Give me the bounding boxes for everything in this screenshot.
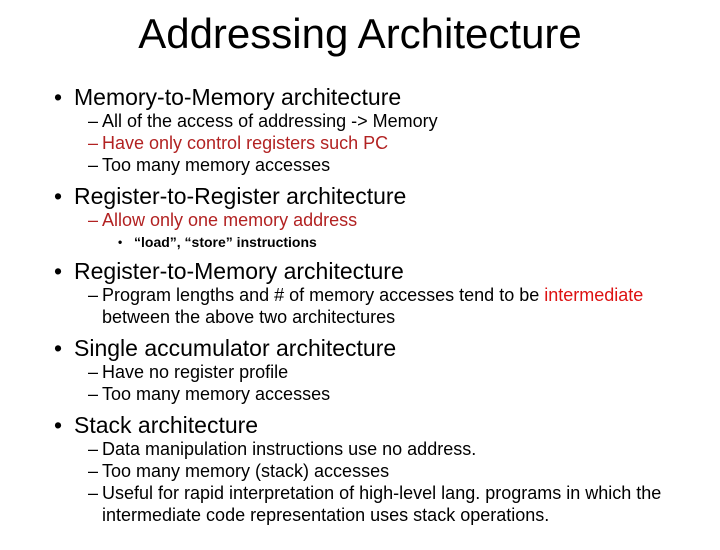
bullet-label: Memory-to-Memory architecture	[74, 84, 402, 110]
bullet-register-to-memory: • Register-to-Memory architecture	[0, 259, 720, 284]
sub-bullet-text: Data manipulation instructions use no ad…	[102, 439, 477, 459]
sub-bullet-text: Have no register profile	[102, 362, 289, 382]
sub-bullet: – Too many memory (stack) accesses	[0, 460, 720, 482]
dash-icon: –	[88, 362, 99, 382]
sub-bullet-emphasized: – Allow only one memory address	[0, 209, 720, 231]
sub-sub-bullet: • “load”, “store” instructions	[0, 233, 720, 251]
sub-bullet: – Data manipulation instructions use no …	[0, 438, 720, 460]
sub-bullet: – All of the access of addressing -> Mem…	[0, 110, 720, 132]
bullet-icon: •	[54, 335, 63, 361]
sub-bullet: – Useful for rapid interpretation of hig…	[0, 482, 720, 526]
sub-bullet-text-prefix: Program lengths and # of memory accesses…	[102, 285, 545, 305]
sub-bullet-text-suffix: between the above two architectures	[102, 307, 396, 327]
sub-bullet-text: Too many memory accesses	[102, 384, 331, 404]
bullet-label: Stack architecture	[74, 412, 259, 438]
slide-title: Addressing Architecture	[138, 10, 582, 57]
dash-icon: –	[88, 210, 99, 230]
bullet-label: Register-to-Register architecture	[74, 183, 407, 209]
sub-bullet-text-highlight: intermediate	[544, 285, 644, 305]
dash-icon: –	[88, 155, 99, 175]
sub-bullet-text: Too many memory (stack) accesses	[102, 461, 390, 481]
dash-icon: –	[88, 461, 99, 481]
sub-bullet-text: All of the access of addressing -> Memor…	[102, 111, 438, 131]
bullet-label: Register-to-Memory architecture	[74, 258, 404, 284]
sub-bullet: – Too many memory accesses	[0, 154, 720, 176]
sub-sub-bullet-text: “load”, “store” instructions	[134, 234, 317, 250]
bullet-memory-to-memory: • Memory-to-Memory architecture	[0, 85, 720, 110]
sub-bullet: – Have no register profile	[0, 361, 720, 383]
bullet-label: Single accumulator architecture	[74, 335, 397, 361]
bullet-icon: •	[54, 258, 63, 284]
sub-bullet: – Program lengths and # of memory access…	[0, 284, 720, 328]
sub-bullet-emphasized: – Have only control registers such PC	[0, 132, 720, 154]
slide-body: • Memory-to-Memory architecture – All of…	[0, 85, 720, 526]
bullet-icon: •	[54, 84, 63, 110]
bullet-single-accumulator: • Single accumulator architecture	[0, 336, 720, 361]
bullet-icon: •	[54, 183, 63, 209]
bullet-icon: •	[54, 412, 63, 438]
sub-bullet-text: Useful for rapid interpretation of high-…	[102, 483, 662, 525]
sub-bullet-text: Program lengths and # of memory accesses…	[102, 284, 712, 328]
sub-bullet: – Too many memory accesses	[0, 383, 720, 405]
dash-icon: –	[88, 384, 99, 404]
dash-icon: –	[88, 111, 99, 131]
bullet-register-to-register: • Register-to-Register architecture	[0, 184, 720, 209]
bullet-icon: •	[118, 235, 123, 249]
dash-icon: –	[88, 483, 99, 503]
dash-icon: –	[88, 133, 99, 153]
sub-bullet-text: Allow only one memory address	[102, 210, 358, 230]
slide: Addressing Architecture • Memory-to-Memo…	[0, 10, 720, 550]
dash-icon: –	[88, 439, 99, 459]
dash-icon: –	[88, 285, 99, 305]
bullet-stack: • Stack architecture	[0, 413, 720, 438]
sub-bullet-text: Too many memory accesses	[102, 155, 331, 175]
sub-bullet-text: Have only control registers such PC	[102, 133, 389, 153]
